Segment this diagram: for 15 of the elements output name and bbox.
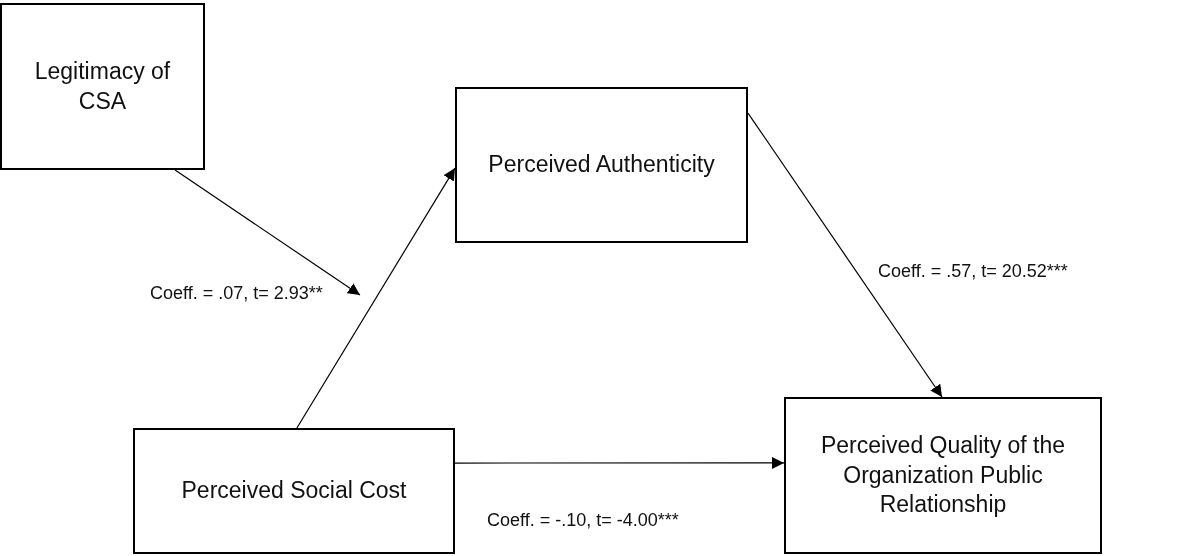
variable-box [133,428,455,554]
arrow [174,169,361,296]
arrow [454,456,785,469]
variable-name: Legitimacy of CSA [33,56,172,116]
variable-box [0,3,205,170]
variable-box [455,87,748,243]
edge-label: Coeff. = -.10, t= -4.00*** [487,510,679,531]
edge-label: Coeff. = .57, t= 20.52*** [878,261,1068,282]
variable-name: Perceived Authenticity [487,150,716,180]
edge-label: Coeff. = .07, t= 2.93** [150,283,323,304]
arrow [747,112,943,398]
variable-box [784,397,1102,554]
variable-name: Perceived Social Cost [180,476,408,506]
arrow [296,167,456,429]
variable-name: Perceived Quality of the Organization Public Relationship [819,430,1067,520]
